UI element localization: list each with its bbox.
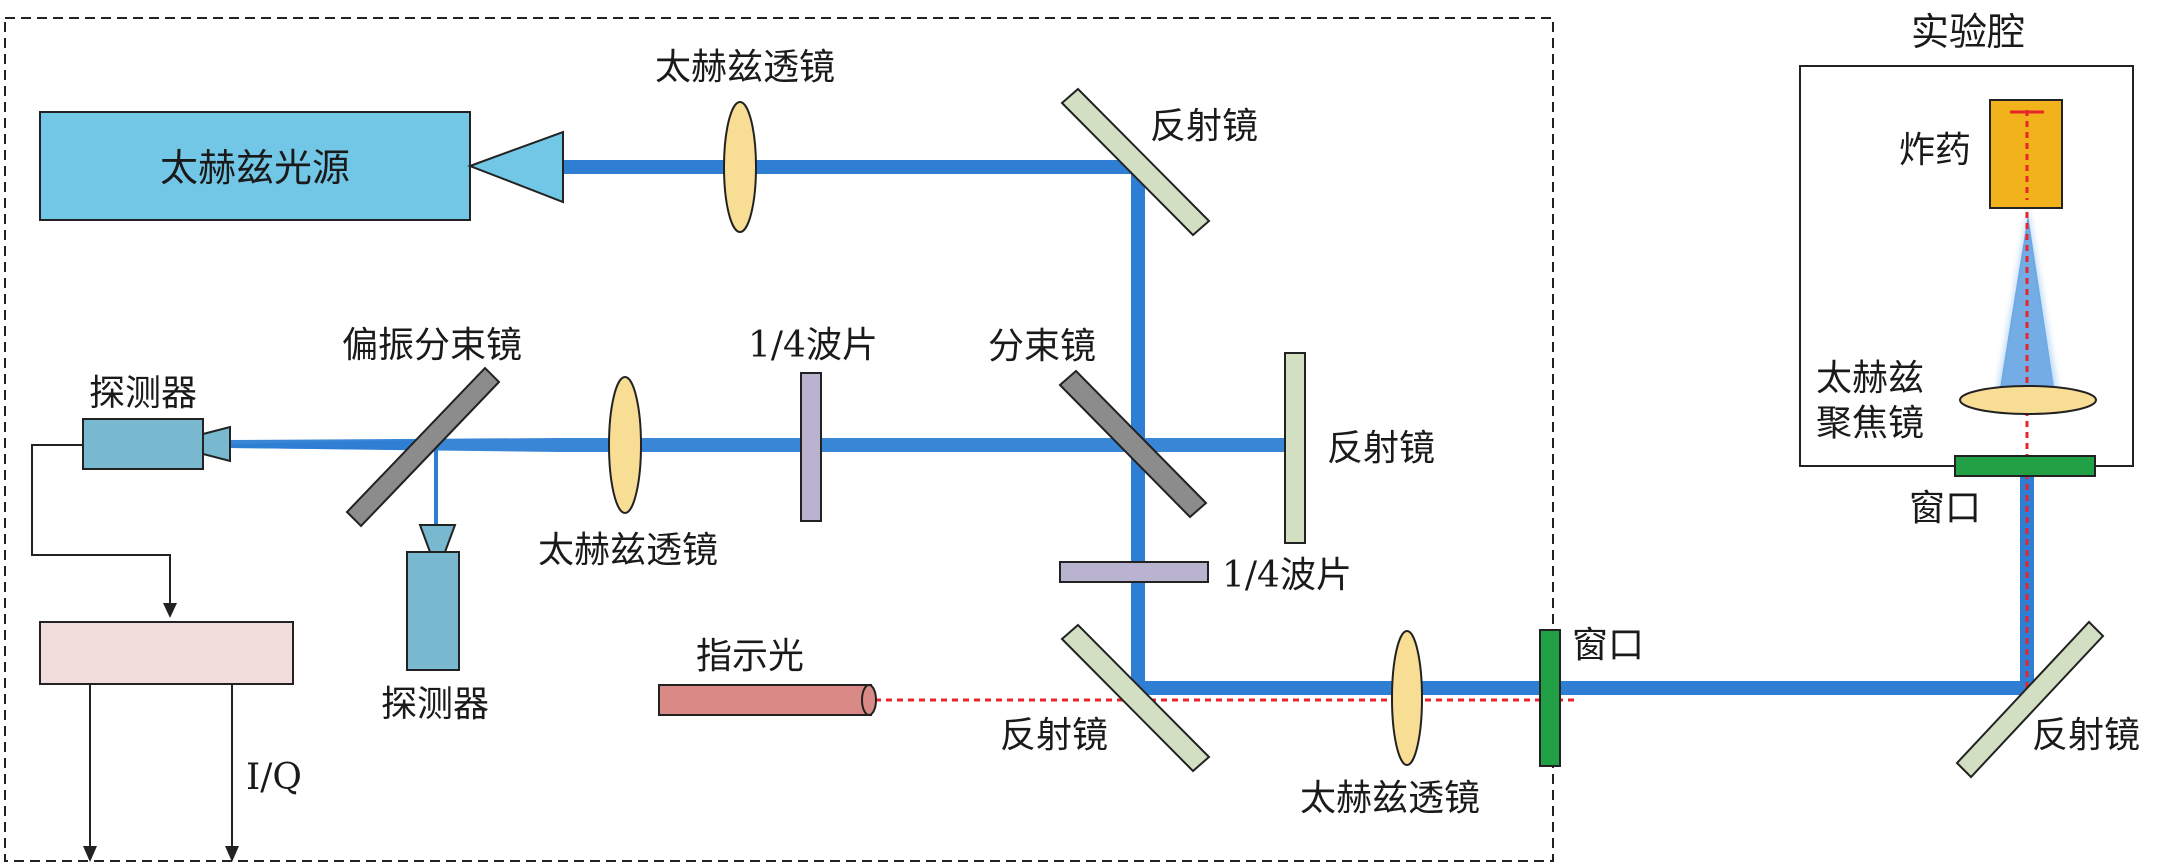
thz-beam-paths <box>230 159 2060 696</box>
window-chamber-label: 窗口 <box>1909 488 1981 529</box>
thz-lens-mid-label: 太赫兹透镜 <box>538 530 718 571</box>
mirror-icon <box>1060 87 1211 237</box>
arrow-head <box>163 603 177 618</box>
focusing-lens-label-line2: 聚焦镜 <box>1816 403 1924 444</box>
chamber-title: 实验腔 <box>1911 10 2025 54</box>
thz-source-horn <box>467 130 564 204</box>
thz-source-icon <box>39 111 471 221</box>
thz-lens-bottom-optic <box>1391 630 1423 766</box>
detector-left: 探测器 <box>82 373 231 470</box>
mirror-far-right-label: 反射镜 <box>2032 715 2140 756</box>
polarizing-beam-splitter-label: 偏振分束镜 <box>342 325 522 366</box>
detector-icon <box>82 418 204 470</box>
focusing-lens-optic <box>1959 385 2097 415</box>
thz-lens-bottom-label: 太赫兹透镜 <box>1300 778 1480 819</box>
detector-bottom-nozzle <box>418 524 457 553</box>
polarizing-beam-splitter-optic <box>345 366 501 528</box>
indicator-light-label: 指示光 <box>696 636 804 677</box>
beam-splitter-label: 分束镜 <box>988 326 1096 367</box>
beam-splitter-optic <box>1058 369 1208 519</box>
indicator-light: 指示光 <box>658 636 877 716</box>
detector-left-nozzle <box>202 425 231 463</box>
mirror-top-label: 反射镜 <box>1150 106 1258 147</box>
lens-icon <box>723 101 757 233</box>
signal-processing: I/Q <box>31 444 302 862</box>
window-chamber-optic <box>1954 455 2096 477</box>
detector-bottom-body <box>406 551 460 671</box>
window-bottom-label: 窗口 <box>1572 625 1644 666</box>
mirror-bottom-optic <box>1060 623 1211 773</box>
quarter-wave-plate-right <box>1059 561 1209 583</box>
thz-source-label: 太赫兹光源 <box>160 146 350 190</box>
focusing-lens-label-line1: 太赫兹 <box>1816 358 1924 399</box>
detector-to-processor-wire <box>31 444 171 610</box>
iq-label: I/Q <box>246 757 302 798</box>
quarter-wave-left-label: 1/4波片 <box>748 325 878 366</box>
indicator-light-aperture <box>861 684 877 716</box>
quarter-wave-right-label: 1/4波片 <box>1222 555 1352 596</box>
explosive-label: 炸药 <box>1899 130 1971 171</box>
system-enclosure <box>4 17 1554 862</box>
mirror-right-optic <box>1284 352 1306 544</box>
mirror-far-right-optic <box>1955 620 2105 779</box>
thz-lens-mid-optic <box>608 376 642 514</box>
mirror-right-label: 反射镜 <box>1327 428 1435 469</box>
output-arrow-left <box>83 846 97 862</box>
detector-bottom-label: 探测器 <box>381 684 489 725</box>
mirror-bottom-label: 反射镜 <box>1000 715 1108 756</box>
detector-bottom: 探测器 <box>381 524 489 725</box>
indicator-light-body <box>658 684 872 716</box>
thz-source: 太赫兹光源 <box>39 111 564 221</box>
thz-lens-top-label: 太赫兹透镜 <box>655 47 835 88</box>
output-arrow-right <box>225 846 239 862</box>
signal-processor-box <box>39 621 294 685</box>
quarter-wave-plate-left <box>800 372 822 522</box>
window-bottom-optic <box>1539 629 1561 767</box>
detector-left-label: 探测器 <box>89 373 197 414</box>
